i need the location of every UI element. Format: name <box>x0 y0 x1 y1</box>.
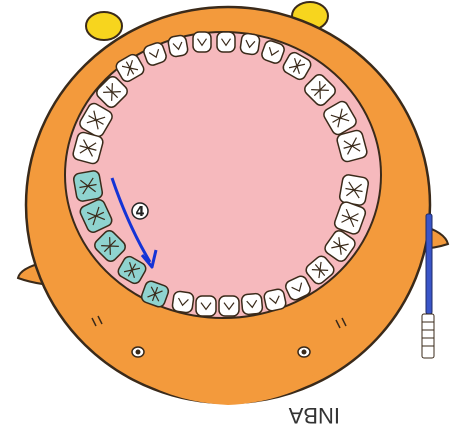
tooth <box>219 296 239 316</box>
tooth <box>193 32 211 52</box>
signature: INBA <box>288 403 340 428</box>
tooth <box>339 174 369 206</box>
tooth <box>172 291 195 314</box>
tooth <box>196 296 216 316</box>
mouth-gum <box>65 32 381 318</box>
tooth <box>240 33 261 55</box>
tooth <box>241 293 263 315</box>
tooth <box>263 288 287 312</box>
toothbrush-head <box>422 314 434 358</box>
step-marker: 4 <box>132 203 148 220</box>
tooth <box>167 35 188 58</box>
toothbrush-handle <box>426 214 432 314</box>
step-number: 4 <box>135 205 144 220</box>
tooth <box>217 32 235 52</box>
highlighted-tooth <box>73 170 103 202</box>
left-ear <box>86 12 122 40</box>
